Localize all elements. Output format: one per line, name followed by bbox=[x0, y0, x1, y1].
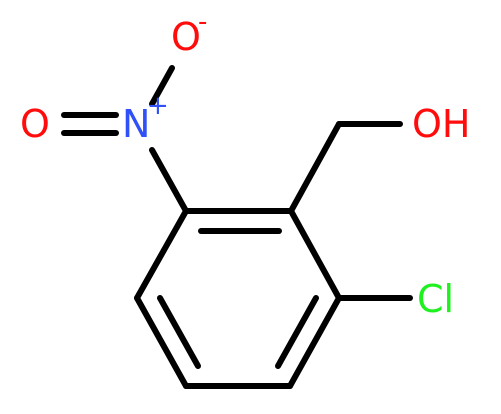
hydroxyl-symbol: OH bbox=[412, 102, 470, 146]
oxygen-minus-label: O - bbox=[171, 7, 207, 59]
hydroxyl-label: OH bbox=[412, 102, 470, 146]
ring-bond bbox=[134, 208, 189, 301]
nitrogen-symbol: N bbox=[122, 102, 150, 146]
atom-labels: O - O N + OH Cl bbox=[20, 7, 470, 321]
bond-c-ch2 bbox=[288, 121, 342, 214]
bond-c-n bbox=[149, 147, 189, 214]
ring-bond bbox=[288, 208, 342, 301]
benzene-ring bbox=[134, 208, 342, 389]
ring-bond-inner bbox=[157, 295, 201, 369]
oxygen-minus-charge: - bbox=[198, 7, 207, 37]
chlorine-symbol: Cl bbox=[417, 277, 454, 321]
bond-n-o-minus bbox=[149, 65, 175, 107]
ring-bond bbox=[287, 295, 342, 389]
oxygen-double-symbol: O bbox=[20, 102, 50, 146]
ring-bond bbox=[134, 295, 189, 389]
nitrogen-label: N + bbox=[122, 91, 169, 146]
ring-bond-inner bbox=[275, 295, 319, 369]
oxygen-minus-symbol: O bbox=[171, 15, 201, 59]
oxygen-double-label: O bbox=[20, 102, 50, 146]
substituent-bonds bbox=[61, 65, 413, 301]
nitrogen-charge: + bbox=[147, 91, 169, 121]
chlorine-label: Cl bbox=[417, 277, 454, 321]
